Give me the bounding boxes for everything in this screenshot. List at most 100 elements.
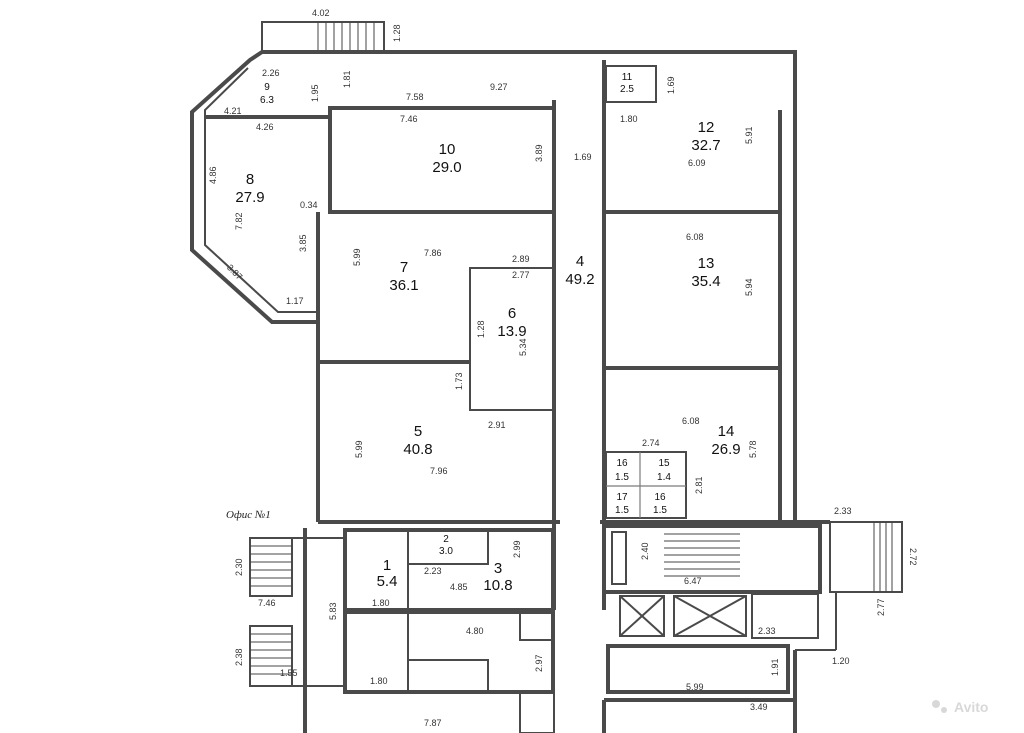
dim-4-80: 4.80 xyxy=(466,626,484,636)
room-17-area: 1.5 xyxy=(615,505,629,516)
room-11-number: 11 xyxy=(622,72,633,83)
dim-1-17: 1.17 xyxy=(286,296,304,306)
left-entrance-stairs xyxy=(249,537,345,687)
room-12-area: 32.7 xyxy=(691,137,720,154)
room-2-number: 2 xyxy=(443,534,449,545)
dim-1-80: 1.80 xyxy=(620,114,638,124)
dim-3-89: 3.89 xyxy=(534,144,544,162)
dim-4-85: 4.85 xyxy=(450,582,468,592)
dim-5-91: 5.91 xyxy=(744,126,754,144)
room-11-area: 2.5 xyxy=(620,84,634,95)
dim-2-81: 2.81 xyxy=(694,476,704,494)
dim-2-77-right: 2.77 xyxy=(876,598,886,616)
room-14-number: 14 xyxy=(718,423,735,440)
dim-1-80-room1: 1.80 xyxy=(372,598,390,608)
dim-1-69-corridor: 1.69 xyxy=(574,152,592,162)
dim-7-86: 7.86 xyxy=(424,248,442,258)
dim-1-20: 1.20 xyxy=(832,656,850,666)
room-17-number: 17 xyxy=(616,492,628,503)
dim-3-85: 3.85 xyxy=(298,234,308,252)
room-3-area: 10.8 xyxy=(483,577,512,594)
room-labels: 1 5.4 2 3.0 3 10.8 4 49.2 5 40.8 6 13.9 … xyxy=(235,72,740,594)
dim-2-26: 2.26 xyxy=(262,68,280,78)
room-3-number: 3 xyxy=(494,560,502,577)
dim-3-49: 3.49 xyxy=(750,702,768,712)
dim-2-77: 2.77 xyxy=(512,270,530,280)
outer-walls xyxy=(190,50,830,733)
dim-5-34: 5.34 xyxy=(518,338,528,356)
dim-1-73: 1.73 xyxy=(454,372,464,390)
dim-2-23: 2.23 xyxy=(424,566,442,576)
room-16a-number: 16 xyxy=(616,458,628,469)
room-1-number: 1 xyxy=(383,557,391,574)
dim-6-09: 6.09 xyxy=(688,158,706,168)
dim-1-91: 1.91 xyxy=(770,658,780,676)
room-1-area: 5.4 xyxy=(377,573,398,590)
room-7-area: 36.1 xyxy=(389,277,418,294)
dim-2-38: 2.38 xyxy=(234,648,244,666)
room-13-area: 35.4 xyxy=(691,273,720,290)
dim-5-94: 5.94 xyxy=(744,278,754,296)
room-8-area: 27.9 xyxy=(235,189,264,206)
dim-7-96: 7.96 xyxy=(430,466,448,476)
dim-top-stair-width: 4.02 xyxy=(312,8,330,18)
room-15-area: 1.4 xyxy=(657,472,671,483)
dim-2-74: 2.74 xyxy=(642,438,660,448)
room-10-number: 10 xyxy=(439,141,456,158)
room-9-number: 9 xyxy=(264,82,270,93)
dim-1-28: 1.28 xyxy=(476,320,486,338)
dim-7-58: 7.58 xyxy=(406,92,424,102)
room-6-number: 6 xyxy=(508,305,516,322)
room-14-area: 26.9 xyxy=(711,441,740,458)
room-16b-number: 16 xyxy=(654,492,666,503)
dim-2-33-bottom: 2.33 xyxy=(758,626,776,636)
dim-2-91: 2.91 xyxy=(488,420,506,430)
dim-1-69-room11: 1.69 xyxy=(666,76,676,94)
dim-4-26: 4.26 xyxy=(256,122,274,132)
office-label: Офис №1 xyxy=(226,509,271,521)
dim-4-21: 4.21 xyxy=(224,106,242,116)
dim-0-34: 0.34 xyxy=(300,200,318,210)
dim-1-81: 1.81 xyxy=(342,70,352,88)
top-entrance-stairs xyxy=(261,21,385,53)
dim-top-stair-side: 1.28 xyxy=(392,24,402,42)
dim-5-99-bottom: 5.99 xyxy=(686,682,704,692)
dim-2-30: 2.30 xyxy=(234,558,244,576)
interior-walls xyxy=(205,60,822,733)
dim-7-46-left: 7.46 xyxy=(258,598,276,608)
dim-2-40: 2.40 xyxy=(640,542,650,560)
dim-2-89: 2.89 xyxy=(512,254,530,264)
room-13-number: 13 xyxy=(698,255,715,272)
room-9-area: 6.3 xyxy=(260,95,274,106)
dim-2-97: 2.97 xyxy=(534,654,544,672)
dim-5-99-room7: 5.99 xyxy=(352,248,362,266)
right-entrance-stairs xyxy=(795,521,903,651)
watermark-text: Avito xyxy=(954,699,988,715)
dim-5-78: 5.78 xyxy=(748,440,758,458)
dim-4-86: 4.86 xyxy=(208,166,218,184)
room-10-area: 29.0 xyxy=(432,159,461,176)
dim-5-83: 5.83 xyxy=(328,602,338,620)
dim-2-33-top: 2.33 xyxy=(834,506,852,516)
dim-2-72: 2.72 xyxy=(908,548,918,566)
dim-5-99-room5: 5.99 xyxy=(354,440,364,458)
dimension-labels: 4.02 1.28 2.26 1.81 1.95 7.58 9.27 4.21 … xyxy=(208,8,918,728)
room-2-area: 3.0 xyxy=(439,546,453,557)
dim-1-55: 1.55 xyxy=(280,668,298,678)
dim-6-08-room14: 6.08 xyxy=(682,416,700,426)
dim-7-46: 7.46 xyxy=(400,114,418,124)
room-8-number: 8 xyxy=(246,171,254,188)
room-7-number: 7 xyxy=(400,259,408,276)
dim-1-80-lower: 1.80 xyxy=(370,676,388,686)
room-5-number: 5 xyxy=(414,423,422,440)
interior-stairs xyxy=(664,533,740,577)
dim-6-08-room13: 6.08 xyxy=(686,232,704,242)
dim-6-47: 6.47 xyxy=(684,576,702,586)
room-12-number: 12 xyxy=(698,119,715,136)
dim-7-82: 7.82 xyxy=(234,212,244,230)
room-16a-area: 1.5 xyxy=(615,472,629,483)
watermark-logo-icon xyxy=(932,700,940,708)
room-16b-area: 1.5 xyxy=(653,505,667,516)
